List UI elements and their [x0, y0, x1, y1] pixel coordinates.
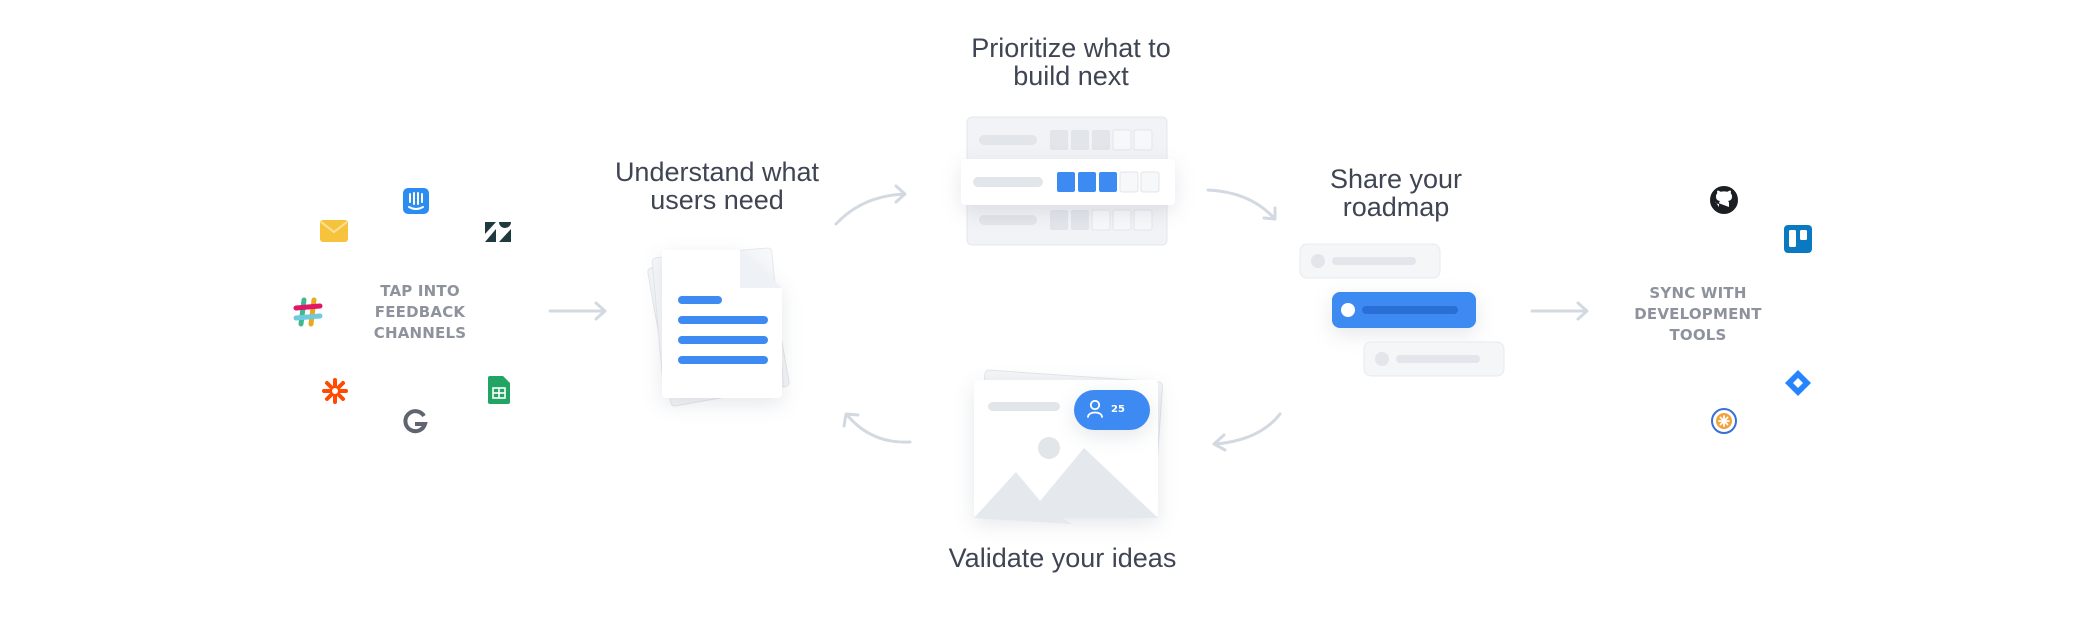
title-line: Understand what — [614, 157, 820, 187]
title-line: users need — [650, 185, 784, 215]
zapier-icon — [322, 378, 348, 404]
share-step-title: Share your roadmap — [1275, 165, 1517, 221]
github-icon — [1710, 186, 1738, 214]
flow-arrow-curve-up — [832, 182, 912, 228]
feedback-label-line: CHANNELS — [373, 324, 467, 342]
vote-count: 25 — [1111, 404, 1125, 415]
prioritize-step-title: Prioritize what to build next — [930, 34, 1212, 90]
sync-label-line: DEVELOPMENT — [1634, 305, 1762, 323]
roadmap-illustration — [1296, 240, 1512, 380]
title-line: build next — [1013, 61, 1129, 91]
upvote-badge[interactable] — [1074, 390, 1150, 430]
validate-step-title: Validate your ideas — [900, 544, 1225, 572]
feedback-label-line: TAP INTO — [380, 282, 460, 300]
feedback-label-line: FEEDBACK — [374, 303, 466, 321]
email-icon — [320, 220, 348, 242]
document-illustration — [640, 234, 810, 414]
flow-arrow-right — [548, 300, 608, 322]
sync-label-line: TOOLS — [1669, 326, 1727, 344]
understand-step-title: Understand what users need — [580, 158, 854, 214]
title-line: Prioritize what to — [971, 33, 1171, 63]
zendesk-icon — [485, 222, 511, 242]
dev-tools-label: SYNC WITH DEVELOPMENT TOOLS — [1630, 283, 1766, 346]
intercom-icon — [403, 188, 429, 214]
flow-arrow-curve-back — [1204, 410, 1284, 452]
trello-icon — [1784, 225, 1812, 253]
google-sheets-icon — [488, 376, 510, 404]
flow-arrow-curve-down — [1206, 184, 1282, 228]
slack-icon — [293, 297, 323, 327]
feedback-channels-label: TAP INTO FEEDBACK CHANNELS — [350, 281, 490, 344]
title-line: Share your — [1329, 164, 1463, 194]
sync-label-line: SYNC WITH — [1649, 284, 1747, 302]
title-line: roadmap — [1342, 192, 1450, 222]
priority-matrix-illustration — [955, 115, 1181, 249]
clubhouse-icon — [1711, 408, 1737, 434]
title-line: Validate your ideas — [948, 543, 1177, 573]
validate-illustration — [966, 362, 1176, 532]
flow-arrow-right — [1530, 300, 1590, 322]
google-icon — [402, 409, 428, 435]
jira-icon — [1784, 369, 1812, 397]
flow-arrow-curve-left — [836, 404, 918, 448]
